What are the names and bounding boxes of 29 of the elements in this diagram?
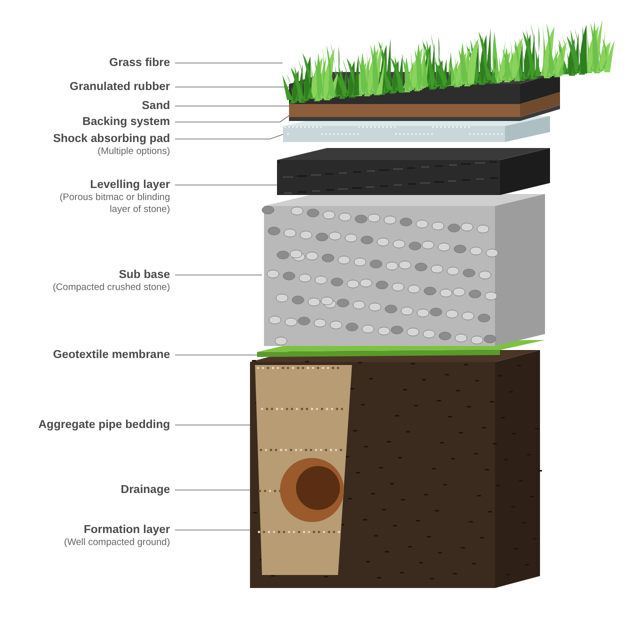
layer-drawing [262,194,545,346]
layer-label: Sand [140,99,170,113]
layer-drawing [250,350,542,588]
leader-line [174,354,258,356]
leader-line [174,134,284,140]
layer-label: Geotextile membrane [52,348,170,362]
layer-label: Aggregate pipe bedding [37,418,170,432]
layer-label: Backing system [81,115,170,129]
layer-note: (Compacted crushed stone) [52,282,170,294]
layer-label: Drainage [120,483,170,497]
layer-drawing [277,148,550,195]
layer-drawing [289,105,560,121]
layer-note: (Multiple options) [96,146,170,158]
leader-line [174,274,262,276]
layer-label: Grass fibre [108,56,170,70]
layer-note: (Well compacted ground) [63,537,170,549]
layer-label: Shock absorbing pad [52,132,170,146]
layer-drawing [282,18,614,104]
leader-line [174,114,290,122]
layer-drawing [255,365,352,575]
layer-label: Granulated rubber [68,80,170,94]
layer-note: (Porous bitmac or blinding layer of stone) [58,192,170,216]
leader-line [174,86,290,88]
layer-label: Sub base [118,268,170,282]
layer-label: Formation layer [82,523,170,537]
leader-line [174,184,278,186]
layer-drawing [280,458,344,522]
layer-label: Levelling layer [89,178,170,192]
leader-line [174,62,283,64]
